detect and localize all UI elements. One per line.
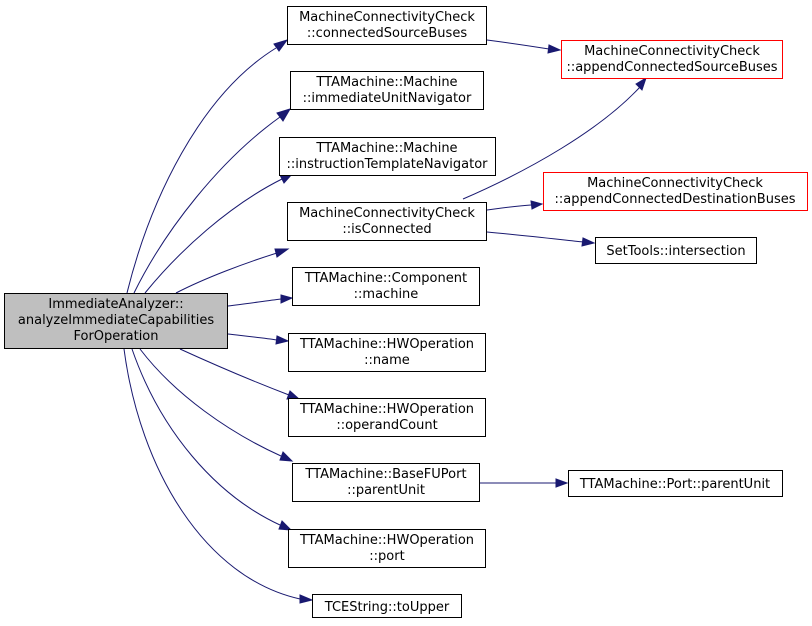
node-label-line: ::isConnected [342, 222, 431, 237]
node-label-line: analyzeImmediateCapabilities [18, 313, 214, 328]
node-label-line: MachineConnectivityCheck [299, 206, 475, 221]
node-port-parent-unit[interactable]: TTAMachine::Port::parentUnit [568, 470, 783, 497]
node-append-connected-destination-buses[interactable]: MachineConnectivityCheck ::appendConnect… [543, 172, 808, 211]
edge-isConnected-to-appendConnectedSourceBuses [462, 76, 647, 200]
node-label-line: ::appendConnectedDestinationBuses [554, 192, 795, 207]
node-label-line: ForOperation [73, 329, 158, 344]
node-label-line: MachineConnectivityCheck [299, 10, 475, 25]
node-label-line: ::name [364, 353, 410, 368]
node-immediate-unit-navigator[interactable]: TTAMachine::Machine ::immediateUnitNavig… [290, 71, 484, 110]
edge-isConnected-to-appendConnectedDestinationBuses [486, 200, 544, 211]
node-hw-operation-name[interactable]: TTAMachine::HWOperation ::name [288, 333, 486, 372]
edge-baseFUPortParentUnit-to-portParentUnit [480, 478, 569, 488]
node-hw-operation-operand-count[interactable]: TTAMachine::HWOperation ::operandCount [288, 398, 486, 437]
edge-root-to-isConnected [175, 248, 290, 294]
node-connected-source-buses[interactable]: MachineConnectivityCheck ::connectedSour… [287, 6, 487, 45]
edge-root-to-connectedSourceBuses [126, 39, 289, 294]
edge-root-to-baseFUPortParentUnit [139, 348, 294, 462]
node-label-line: TTAMachine::Port::parentUnit [579, 477, 770, 492]
node-label-line: ::parentUnit [347, 483, 425, 498]
node-label-line: ::immediateUnitNavigator [303, 91, 472, 106]
node-component-machine[interactable]: TTAMachine::Component ::machine [292, 267, 480, 306]
node-label-line: ::instructionTemplateNavigator [286, 157, 488, 172]
node-label-line: ::port [369, 549, 404, 564]
node-instruction-template-navigator[interactable]: TTAMachine::Machine ::instructionTemplat… [279, 137, 496, 176]
node-label-line: ::operandCount [336, 418, 437, 433]
node-tcestring-to-upper[interactable]: TCEString::toUpper [312, 594, 462, 618]
node-label-line: TTAMachine::HWOperation [299, 337, 474, 352]
node-label-line: ImmediateAnalyzer:: [48, 297, 183, 312]
edge-root-to-hwName [227, 333, 290, 345]
node-label-line: TTAMachine::HWOperation [299, 533, 474, 548]
node-label-line: MachineConnectivityCheck [587, 176, 763, 191]
edge-connectedSourceBuses-to-appendConnectedSourceBuses [486, 39, 562, 54]
node-label-line: ::appendConnectedSourceBuses [566, 60, 777, 75]
node-label-line: TTAMachine::Machine [315, 75, 457, 90]
node-immediate-analyzer[interactable]: ImmediateAnalyzer:: analyzeImmediateCapa… [4, 293, 228, 349]
node-label-line: TCEString::toUpper [324, 600, 450, 615]
node-label-line: TTAMachine::Machine [315, 141, 457, 156]
node-label-line: TTAMachine::BaseFUPort [304, 467, 466, 482]
node-label-line: TTAMachine::HWOperation [299, 402, 474, 417]
node-label-line: ::machine [354, 287, 419, 302]
node-label-line: ::connectedSourceBuses [307, 26, 467, 41]
edge-root-to-componentMachine [227, 294, 294, 307]
node-label-line: SetTools::intersection [606, 244, 745, 259]
edge-isConnected-to-intersection [486, 231, 596, 247]
edge-root-to-hwOperandCount [179, 348, 301, 400]
node-label-line: TTAMachine::Component [304, 271, 467, 286]
node-append-connected-source-buses[interactable]: MachineConnectivityCheck ::appendConnect… [561, 40, 783, 79]
edge-root-to-immediateUnitNavigator [133, 108, 292, 294]
node-hw-operation-port[interactable]: TTAMachine::HWOperation ::port [288, 529, 486, 568]
node-is-connected[interactable]: MachineConnectivityCheck ::isConnected [287, 202, 487, 241]
node-label-line: MachineConnectivityCheck [584, 44, 760, 59]
edge-root-to-toUpper [123, 348, 314, 604]
edge-root-to-hwPort [131, 348, 293, 531]
node-settools-intersection[interactable]: SetTools::intersection [595, 237, 757, 264]
node-base-fu-port-parent-unit[interactable]: TTAMachine::BaseFUPort ::parentUnit [292, 463, 480, 502]
edge-root-to-instructionTemplateNavigator [144, 172, 295, 294]
